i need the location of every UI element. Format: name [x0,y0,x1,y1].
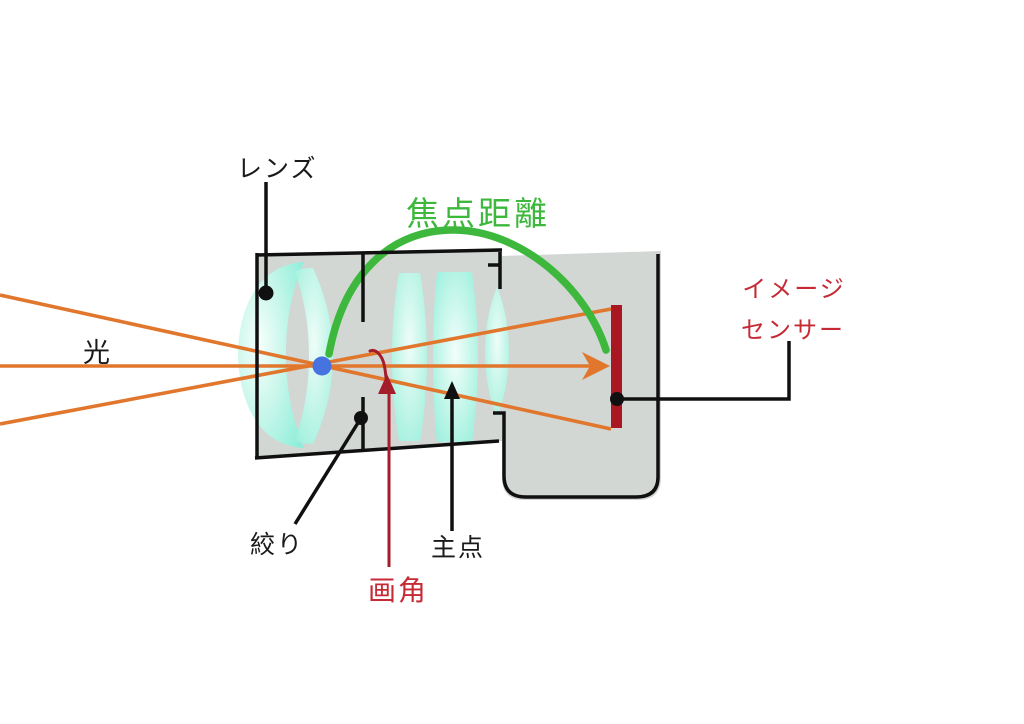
barrel-top-bar [255,248,503,257]
lens-element-meniscus [295,268,333,444]
camera-body-outline [493,254,660,499]
principal-point-label: 主点 [431,533,485,562]
angle-of-view-arrowhead [378,374,396,394]
principal-point-arrowhead [444,381,460,399]
light-label: 光 [83,338,110,369]
axis-ray-arrowhead [582,352,610,380]
image-sensor-label-line [617,341,791,401]
lens-element-wide [433,272,478,442]
image-sensor-label-line2: センサー [741,316,845,344]
principal-point-dot [312,356,332,376]
camera-body [502,251,661,500]
angle-of-view-hook [368,348,388,380]
lens-label: レンズ [237,154,318,183]
focal-length-label: 焦点距離 [406,194,550,233]
light-ray-upper [0,293,612,431]
angle-of-view-label: 画角 [368,574,428,607]
lens-pointer-dot [258,285,274,301]
aperture-pointer-dot [354,411,368,425]
image-sensor-pointer-dot [610,392,624,406]
lens-element-middle [392,273,427,441]
image-sensor-bar [611,305,622,428]
aperture-label-line [293,417,363,525]
barrel-bottom-edge [254,439,500,460]
aperture-label: 絞り [250,530,304,559]
lens-element-rear [485,287,509,417]
focal-length-arc [325,226,610,358]
image-sensor-label-line1: イメージ [742,275,846,303]
